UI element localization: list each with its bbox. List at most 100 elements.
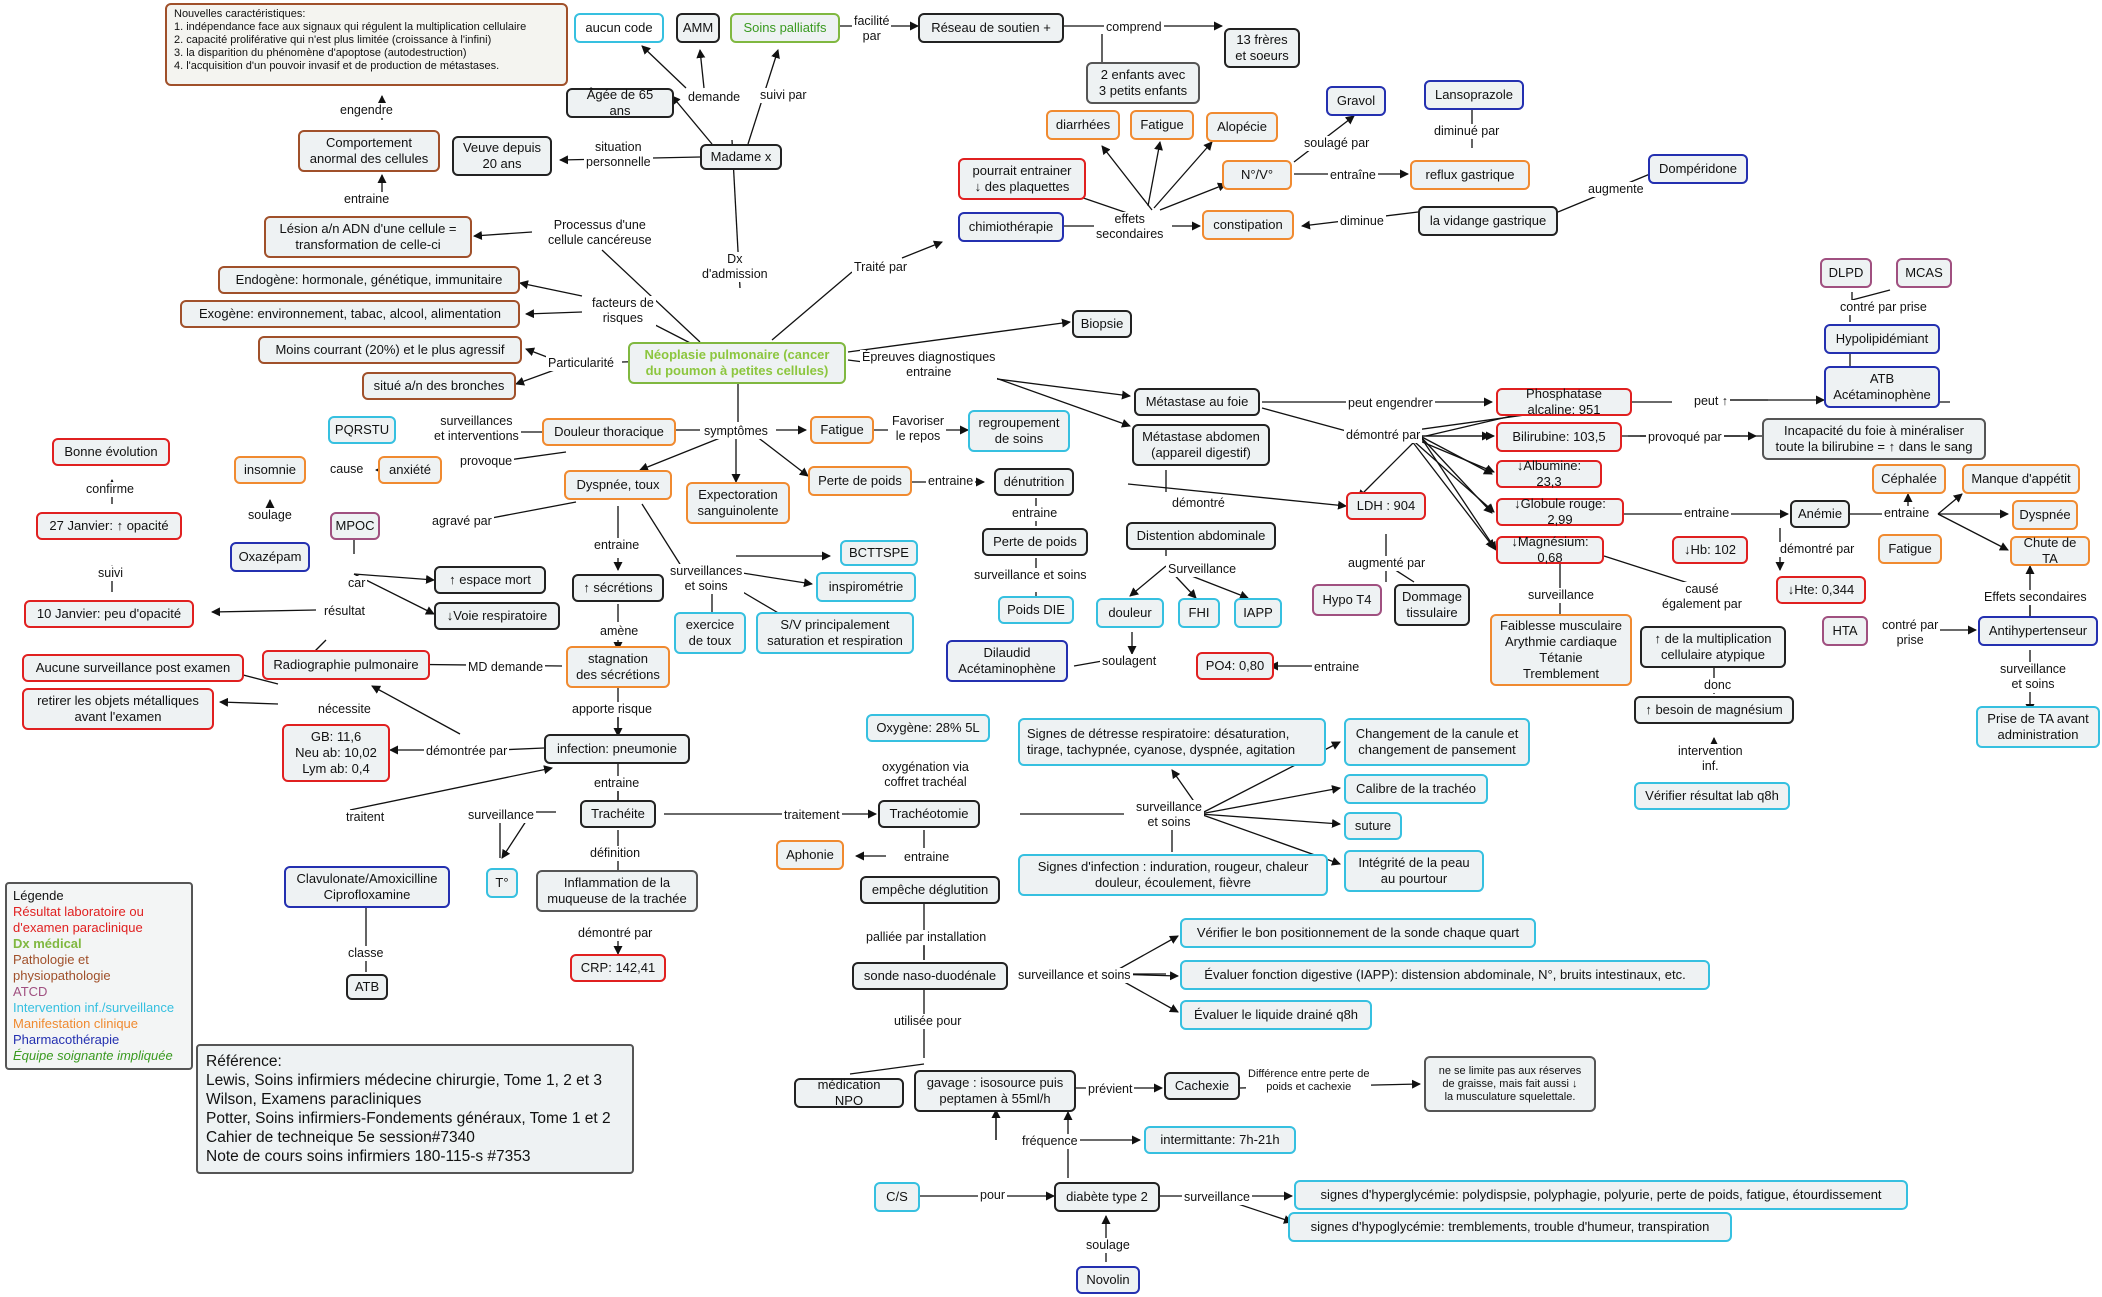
node-incapacite-foie: Incapacité du foie à minéraliser toute l… bbox=[1762, 418, 1986, 460]
legend-item: ATCD bbox=[13, 984, 48, 999]
node-infection-pneumonie: infection: pneumonie bbox=[544, 734, 690, 764]
label-demontree-par: démontrée par bbox=[424, 744, 510, 759]
label-contre-hta: contré par prise bbox=[1880, 618, 1941, 648]
node-biopsie: Biopsie bbox=[1072, 310, 1132, 338]
node-besoin-magnesium: ↑ besoin de magnésium bbox=[1634, 696, 1794, 724]
node-detresse-respiratoire: Signes de détresse respiratoire: désatur… bbox=[1018, 718, 1326, 766]
node-perte-poids-2: Perte de poids bbox=[982, 528, 1088, 556]
label-soulage: soulage bbox=[246, 508, 294, 523]
node-cachexie: Cachexie bbox=[1164, 1072, 1240, 1100]
node-enfants: 2 enfants avec 3 petits enfants bbox=[1086, 62, 1200, 104]
node-bilirubine: Bilirubine: 103,5 bbox=[1496, 422, 1622, 452]
node-chimiotherapie: chimiothérapie bbox=[958, 212, 1064, 242]
node-secretions: ↑ sécrétions bbox=[572, 574, 664, 602]
legend-item: Pharmacothérapie bbox=[13, 1032, 120, 1047]
label-symptomes: symptômes bbox=[702, 424, 770, 439]
label-provoque-par: provoqué par bbox=[1646, 430, 1724, 445]
label-surveillance-mg: surveillance bbox=[1526, 588, 1597, 603]
node-gb: GB: 11,6 Neu ab: 10,02 Lym ab: 0,4 bbox=[282, 724, 390, 782]
node-veuve: Veuve depuis 20 ans bbox=[452, 136, 552, 176]
label-entraine-trachee: entraine bbox=[592, 776, 642, 791]
node-gravol: Gravol bbox=[1326, 86, 1386, 116]
node-stagnation: stagnation des sécrétions bbox=[566, 646, 670, 688]
label-oxygenation: oxygénation via coffret trachéal bbox=[880, 760, 971, 790]
label-resultat: résultat bbox=[322, 604, 367, 619]
label-donc: donc bbox=[1702, 678, 1734, 693]
node-oxygene: Oxygène: 28% 5L bbox=[866, 714, 990, 742]
label-previent: prévient bbox=[1086, 1082, 1135, 1097]
legend-item: Pathologie et bbox=[13, 952, 89, 967]
node-evaluer-liquide: Évaluer le liquide drainé q8h bbox=[1180, 1000, 1372, 1030]
node-anxiete: anxiété bbox=[378, 456, 442, 484]
node-ldh: LDH : 904 bbox=[1346, 492, 1426, 520]
legend-item: Dx médical bbox=[13, 936, 82, 951]
node-aucune-surveillance: Aucune surveillance post examen bbox=[22, 654, 244, 682]
label-difference: Différence entre perte de poids et cache… bbox=[1246, 1068, 1372, 1094]
label-demontre: démontré bbox=[1170, 496, 1227, 511]
node-fatigue-r: Fatigue bbox=[1878, 534, 1942, 564]
label-md-demande: MD demande bbox=[466, 660, 546, 675]
label-facilite-par: facilité par bbox=[852, 14, 892, 44]
node-metastase-foie: Métastase au foie bbox=[1134, 388, 1260, 416]
node-integrite-peau: Intégrité de la peau au pourtour bbox=[1344, 850, 1484, 892]
node-hypolipidemiant: Hypolipidémiant bbox=[1824, 324, 1940, 354]
node-hte: ↓Hte: 0,344 bbox=[1776, 576, 1866, 604]
label-traite-par: Traité par bbox=[852, 260, 910, 275]
node-lansoprazole: Lansoprazole bbox=[1424, 80, 1524, 110]
label-soulagent: soulagent bbox=[1100, 654, 1159, 669]
label-diminue: diminue bbox=[1338, 214, 1386, 229]
node-verifier-lab: Vérifier résultat lab q8h bbox=[1634, 782, 1790, 810]
node-novolin: Novolin bbox=[1076, 1266, 1140, 1294]
node-dyspnee-toux: Dyspnée, toux bbox=[564, 470, 672, 500]
node-age: Âgée de 65 ans bbox=[566, 87, 674, 118]
node-mpoc: MPOC bbox=[330, 512, 380, 540]
label-apporte-risque: apporte risque bbox=[570, 702, 654, 717]
node-cephalee: Céphalée bbox=[1872, 464, 1946, 494]
node-faiblesse: Faiblesse musculaire Arythmie cardiaque … bbox=[1490, 614, 1632, 686]
label-entraine-anemie: entraine bbox=[1682, 506, 1732, 521]
node-distention: Distention abdominale bbox=[1126, 522, 1276, 550]
node-inflammation: Inflammation de la muqueuse de la traché… bbox=[536, 870, 698, 912]
legend-item: d'examen paraclinique bbox=[13, 920, 143, 935]
node-diagnostic-principal: Néoplasie pulmonaire (cancer du poumon à… bbox=[628, 342, 846, 384]
label-peut-engendrer: peut engendrer bbox=[1346, 396, 1435, 411]
node-verifier-sonde: Vérifier le bon positionnement de la son… bbox=[1180, 918, 1536, 948]
node-fatigue-c: Fatigue bbox=[810, 416, 874, 444]
node-douleur-thoracique: Douleur thoracique bbox=[542, 418, 676, 446]
label-suivi: suivi bbox=[96, 566, 126, 581]
label-surv-soins-pp: surveillance et soins bbox=[972, 568, 1089, 583]
node-antihypertenseur: Antihypertenseur bbox=[1978, 616, 2098, 646]
legend-item: physiopathologie bbox=[13, 968, 111, 983]
node-metastase-abdomen: Métastase abdomen (appareil digestif) bbox=[1132, 424, 1270, 466]
node-iapp: IAPP bbox=[1234, 598, 1282, 628]
label-surv-interventions: surveillances et interventions bbox=[432, 414, 521, 444]
node-dlpd: DLPD bbox=[1820, 258, 1872, 288]
node-tracheotomie: Trachéotomie bbox=[878, 800, 980, 828]
label-confirme: confirme bbox=[84, 482, 136, 497]
node-calibre: Calibre de la trachéo bbox=[1344, 774, 1488, 804]
node-regroupement: regroupement de soins bbox=[968, 410, 1070, 452]
node-vidange-gastrique: la vidange gastrique bbox=[1418, 206, 1558, 236]
label-frequence: fréquence bbox=[1020, 1134, 1080, 1149]
label-definition: définition bbox=[588, 846, 643, 861]
node-alopecie: Alopécie bbox=[1206, 112, 1278, 142]
label-surv-soins-dyspnee: surveillances et soins bbox=[668, 564, 745, 594]
node-albumine: ↓Albumine: 23,3 bbox=[1496, 458, 1602, 489]
label-surv-soins-ta: surveillance et soins bbox=[1998, 662, 2069, 692]
node-fatigue-top: Fatigue bbox=[1130, 110, 1194, 140]
label-surv-soins-sonde: surveillance et soins bbox=[1016, 968, 1133, 983]
reference-line: Lewis, Soins infirmiers médecine chirurg… bbox=[206, 1072, 602, 1089]
node-endogene: Endogène: hormonale, génétique, immunita… bbox=[218, 266, 520, 294]
node-canule: Changement de la canule et changement de… bbox=[1344, 718, 1530, 766]
label-comprend: comprend bbox=[1104, 20, 1164, 35]
label-dx-admission: Dx d'admission bbox=[700, 252, 770, 282]
label-surveillance-diabete: surveillance bbox=[1182, 1190, 1253, 1205]
label-utilisee-pour: utilisée pour bbox=[892, 1014, 964, 1029]
node-insomnie: insomnie bbox=[234, 456, 306, 484]
node-nv: N°/V° bbox=[1222, 160, 1292, 190]
label-entraine-po4: entraine bbox=[1312, 660, 1362, 675]
label-demande: demande bbox=[686, 90, 743, 105]
label-demontre-crp: démontré par bbox=[576, 926, 655, 941]
node-diabete: diabète type 2 bbox=[1054, 1182, 1160, 1212]
node-domperidone: Dompéridone bbox=[1648, 154, 1748, 184]
